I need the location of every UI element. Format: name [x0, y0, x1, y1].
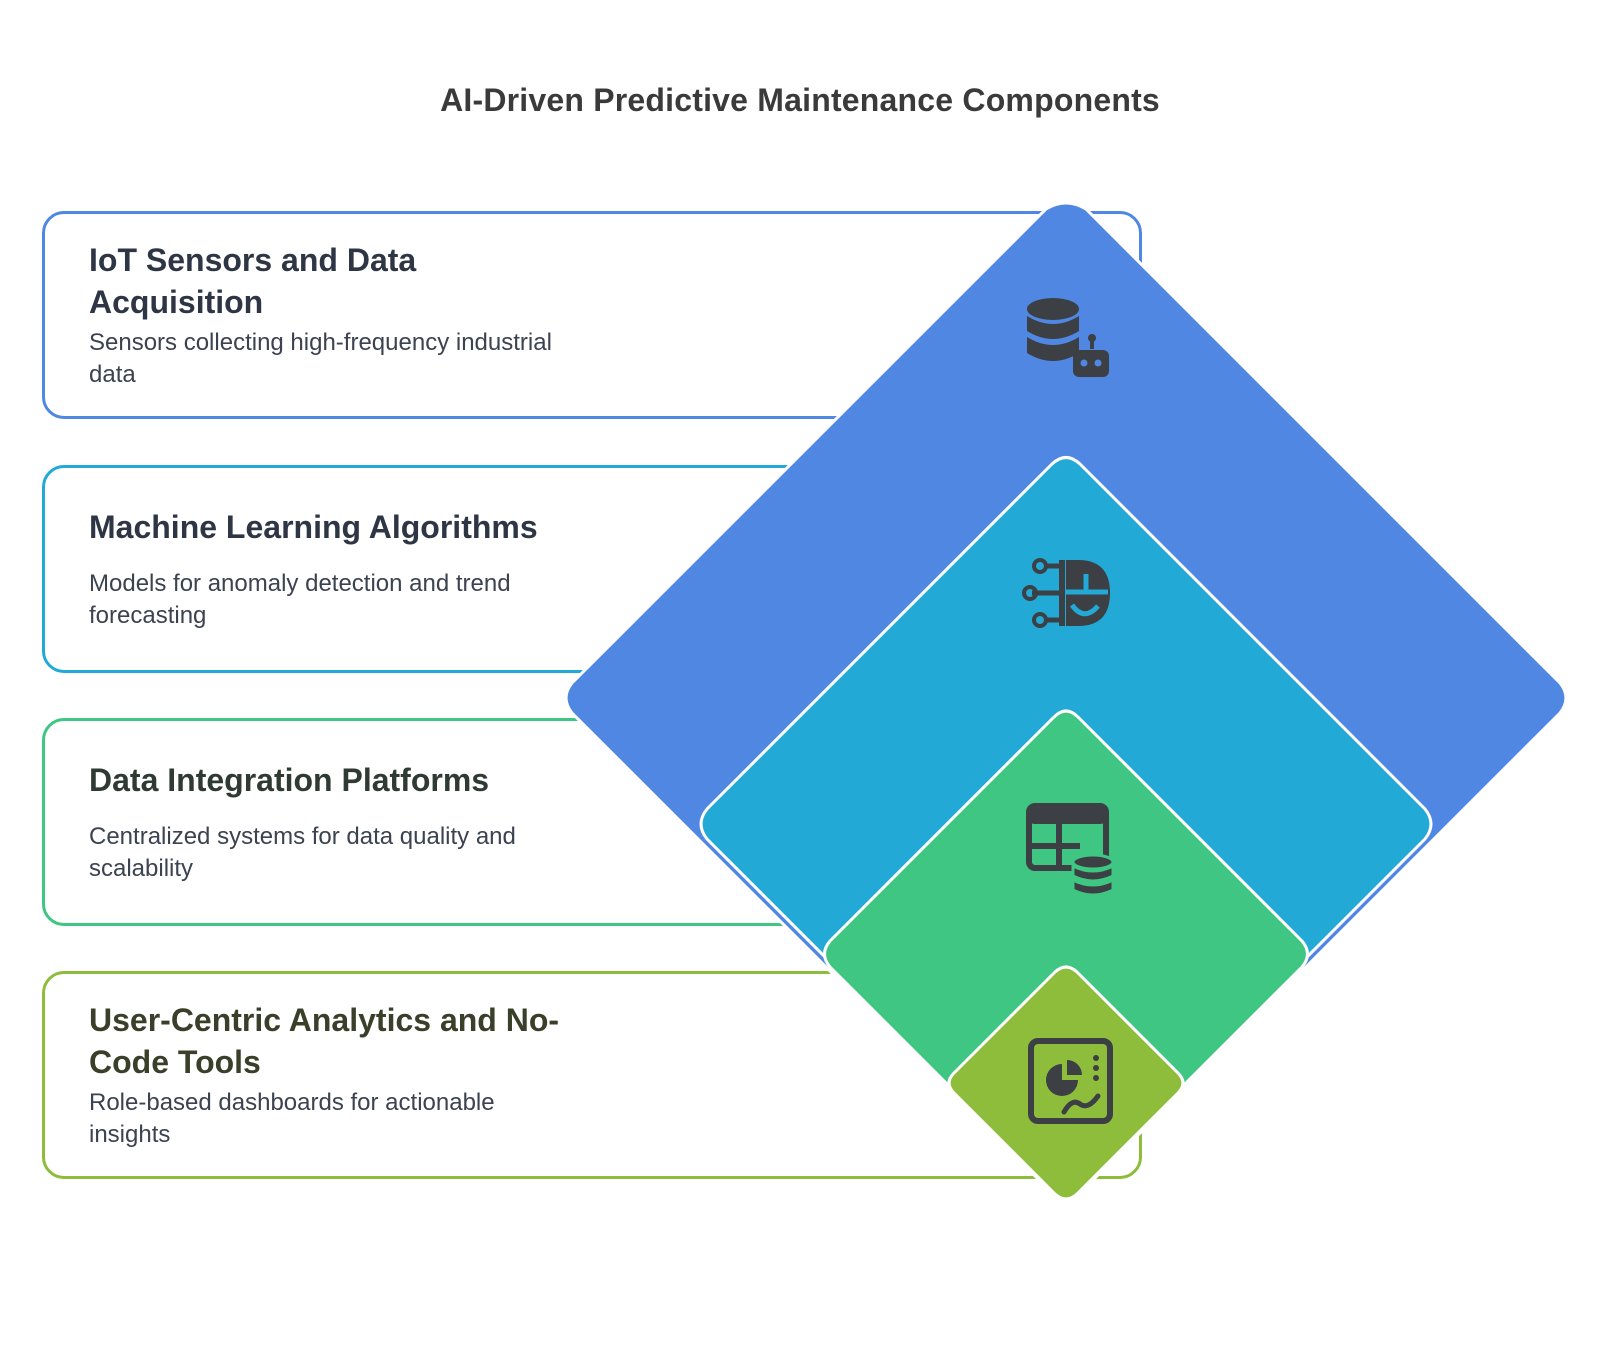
layer-title: User-Centric Analytics and No-Code Tools [89, 1002, 560, 1080]
layer-title: Machine Learning Algorithms [89, 509, 538, 545]
layer-description: Models for anomaly detection and trend f… [89, 570, 511, 629]
circuit-brain-icon [1022, 558, 1110, 628]
layer-description: Role-based dashboards for actionable ins… [89, 1089, 495, 1148]
layer-title: Data Integration Platforms [89, 762, 490, 798]
layer-description: Sensors collecting high-frequency indust… [89, 329, 552, 388]
table-database-icon [1026, 803, 1115, 897]
database-robot-icon [1027, 298, 1109, 377]
layer-description: Centralized systems for data quality and… [89, 823, 516, 882]
layer-title: IoT Sensors and Data Acquisition [89, 242, 417, 320]
dashboard-chart-icon [1028, 1038, 1113, 1124]
diagram-title: AI-Driven Predictive Maintenance Compone… [440, 82, 1160, 118]
